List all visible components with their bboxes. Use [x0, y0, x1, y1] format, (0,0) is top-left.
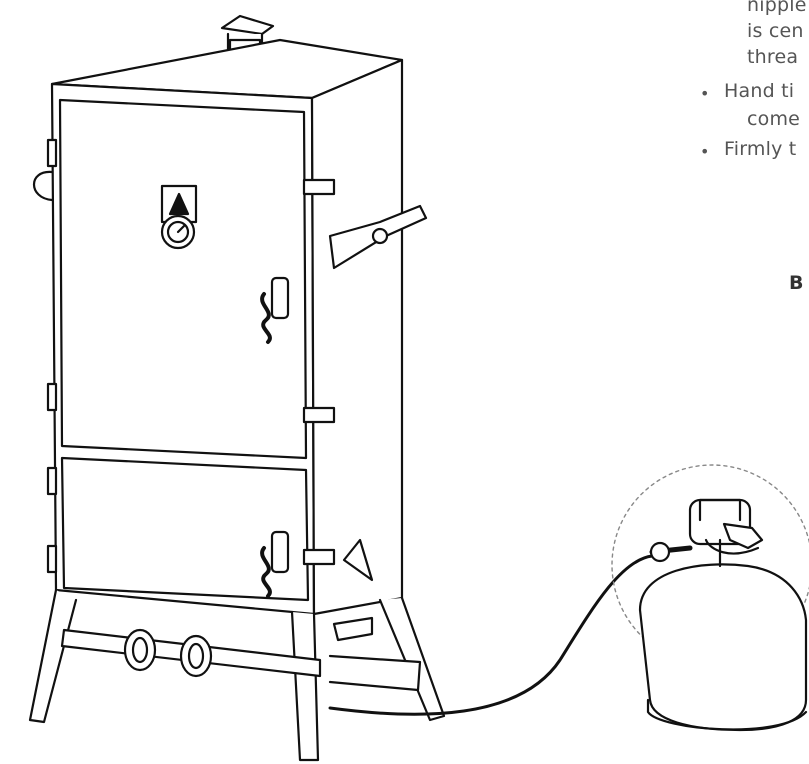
smoker-illustration [28, 14, 809, 762]
page: nipple is cen threa • Hand ti come • Fir… [28, 0, 809, 762]
